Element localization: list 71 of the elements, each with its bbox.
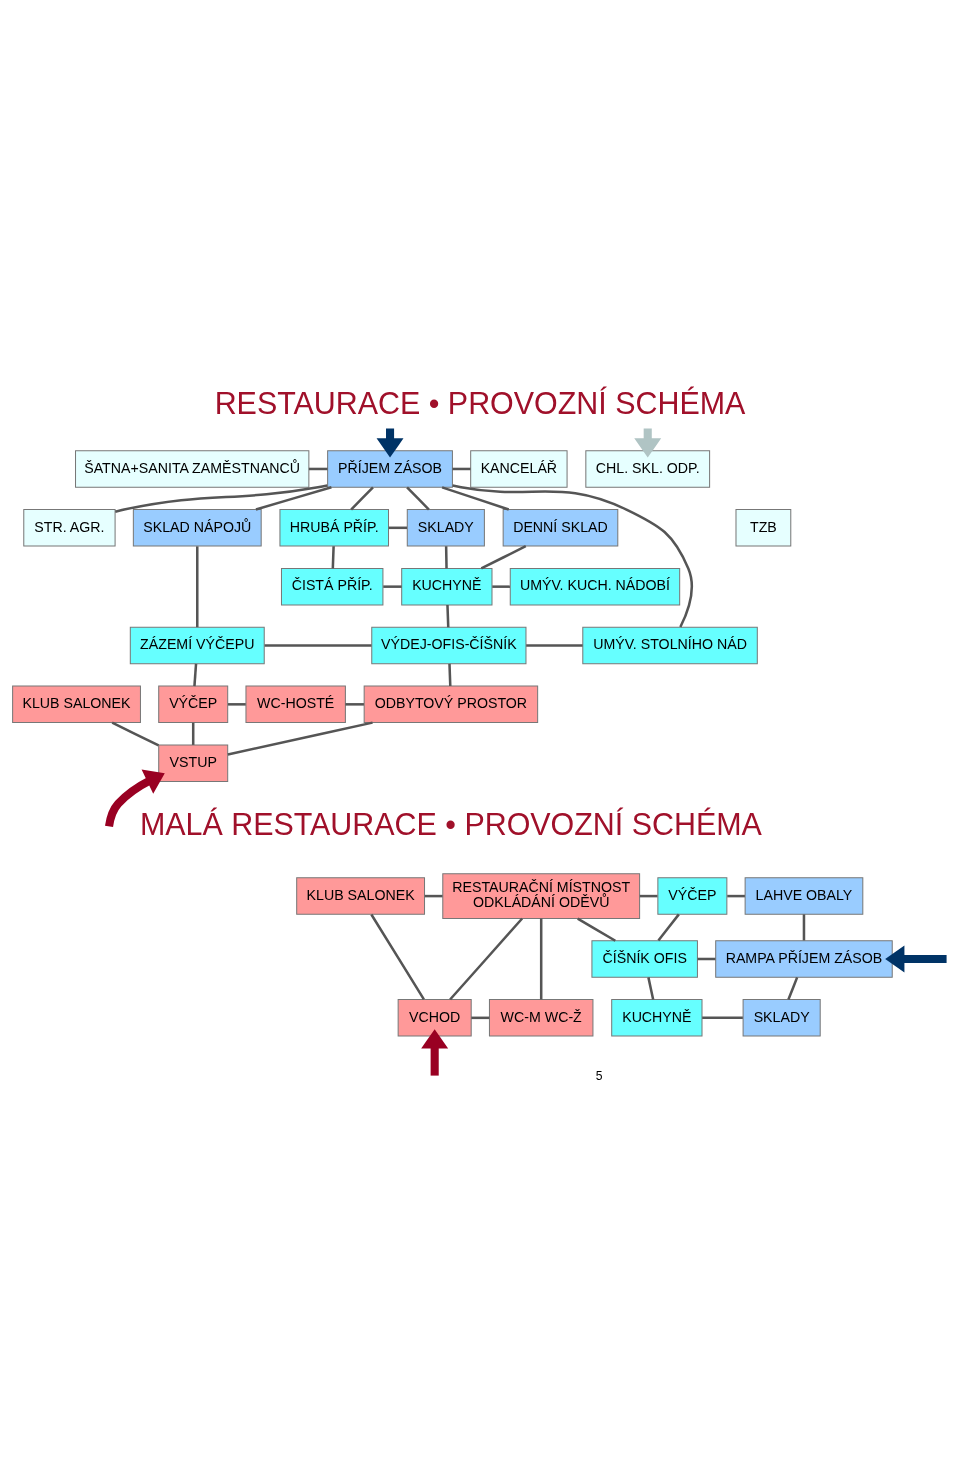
node-box: VÝČEP [657, 877, 728, 915]
connector [196, 546, 199, 628]
node-box: ČÍŠNÍK OFIS [591, 940, 698, 978]
node-box: LAHVE OBALY [744, 877, 864, 915]
label: MALÁ RESTAURACE • PROVOZNÍ SCHÉMA [139, 807, 762, 842]
connector [370, 913, 425, 1001]
node-box: CHL. SKL. ODP. [585, 450, 711, 488]
connector [802, 914, 806, 941]
node-box: VSTUP [158, 744, 229, 782]
node-box: RAMPA PŘÍJEM ZÁSOB [715, 940, 893, 978]
connector [350, 486, 374, 511]
connector [480, 545, 527, 570]
connector [345, 703, 364, 706]
node-box: VCHOD [397, 999, 472, 1037]
connector [446, 605, 450, 628]
connector [702, 1016, 743, 1020]
node-box: KLUB SALONEK [296, 877, 426, 915]
connector [449, 917, 524, 1001]
connector [111, 721, 160, 747]
connector [228, 703, 246, 706]
label: 5 [595, 1068, 603, 1083]
connector [539, 918, 543, 1000]
node-box: SKLADY [742, 999, 821, 1037]
connector [388, 526, 407, 530]
node-box: STR. AGR. [23, 509, 116, 547]
connector [191, 722, 195, 745]
connector [492, 585, 510, 588]
node-box: RESTAURAČNÍ MÍSTNOST ODKLÁDÁNÍ ODĚVŮ [442, 873, 641, 919]
arrow [885, 945, 947, 973]
connector [444, 546, 448, 569]
node-box: ŠATNA+SANITA ZAMĚSTNANCŮ [75, 450, 310, 488]
node-box: KUCHYNĚ [401, 567, 493, 606]
node-box: WC-HOSTÉ [245, 685, 346, 724]
node-box: KANCELÁŘ [470, 450, 568, 488]
node-box: TZB [735, 509, 792, 547]
node-box: UMÝV. KUCH. NÁDOBÍ [509, 567, 681, 606]
connector [448, 663, 452, 687]
connector [787, 976, 799, 1001]
node-box: WC-M WC-Ž [488, 999, 594, 1037]
connector [657, 913, 680, 942]
connector [264, 644, 372, 647]
connector [406, 486, 430, 511]
connector [227, 721, 373, 756]
connector [647, 977, 655, 1000]
arrow [105, 769, 165, 828]
connector [115, 484, 328, 513]
connector [452, 467, 471, 471]
arrow [421, 1029, 449, 1076]
connector [452, 484, 693, 628]
node-box: KUCHYNĚ [611, 999, 703, 1037]
node-box: UMÝV. STOLNÍHO NÁD [582, 626, 758, 665]
connector [255, 486, 332, 511]
node-box: ZÁZEMÍ VÝČEPU [129, 626, 265, 665]
node-box: SKLAD NÁPOJŮ [132, 509, 262, 547]
node-box: SKLADY [406, 509, 485, 547]
connector [526, 644, 583, 647]
node-box: ODBYTOVÝ PROSTOR [363, 685, 539, 724]
node-box: HRUBÁ PŘÍP. [279, 509, 389, 547]
node-box: PŘÍJEM ZÁSOB [327, 450, 453, 488]
connector [331, 546, 335, 569]
connector [308, 467, 328, 471]
connector [383, 585, 402, 588]
connector [441, 486, 510, 511]
node-box: VÝČEP [158, 685, 229, 724]
connector [471, 1016, 490, 1020]
node-box: VÝDEJ-OFIS-ČÍŠNÍK [371, 626, 527, 665]
node-box: KLUB SALONEK [12, 685, 141, 724]
diagram-title: RESTAURACE • PROVOZNÍ SCHÉMA [214, 386, 746, 421]
node-box: DENNÍ SKLAD [502, 509, 619, 547]
node-box: ČISTÁ PŘÍP. [280, 567, 384, 606]
connector [193, 663, 198, 687]
